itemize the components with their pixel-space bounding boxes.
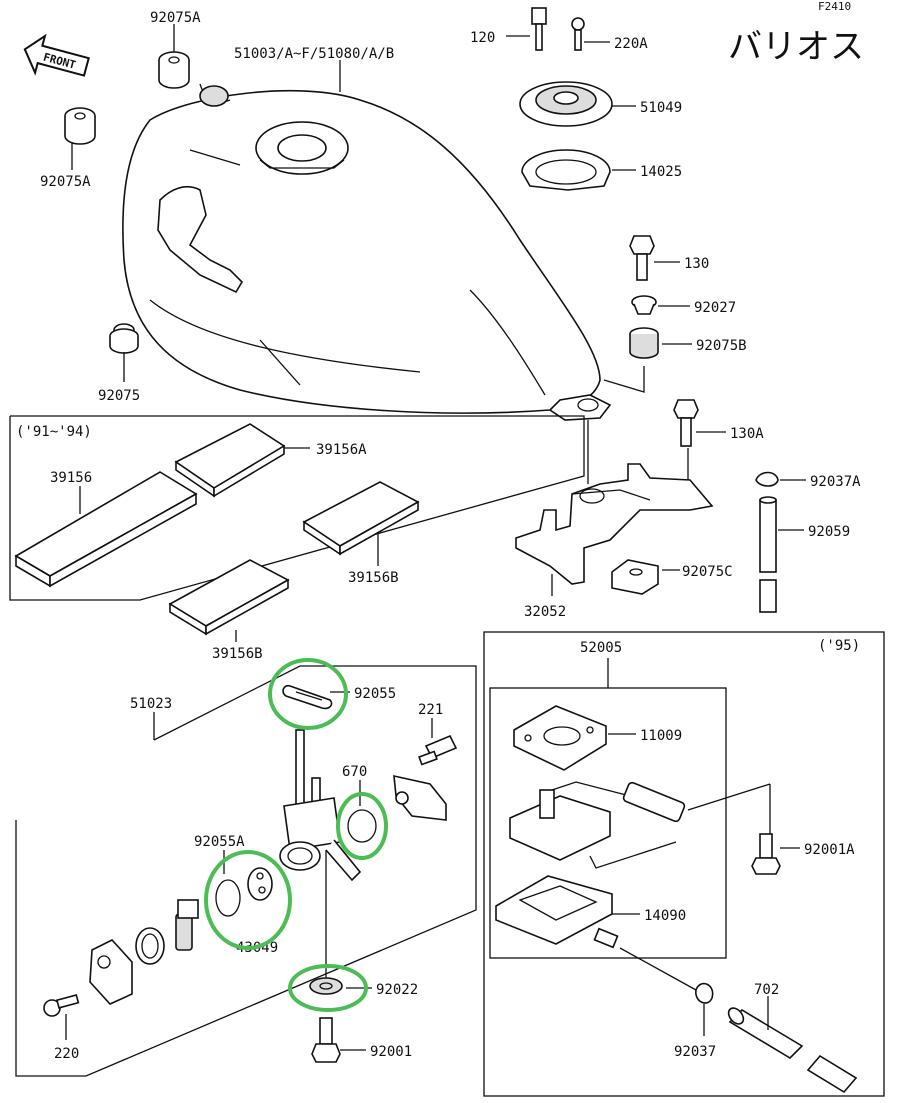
- group-years-91-94: ('91~'94): [16, 424, 92, 440]
- front-arrow-icon: FRONT: [23, 33, 90, 77]
- fuel-sender-unit: [509, 781, 686, 861]
- grommet-92075: [109, 323, 139, 354]
- label-92055: 92055: [354, 686, 396, 702]
- reservoir-14090: [495, 875, 619, 949]
- spring-washer: [135, 927, 165, 965]
- label-39156B-lower: 39156B: [212, 646, 263, 662]
- highlight-670: [336, 792, 388, 860]
- label-11009: 11009: [640, 728, 682, 744]
- highlight-92022: [288, 964, 368, 1012]
- grommet-92075A-top: [158, 51, 190, 89]
- pad-39156B-lower: [168, 559, 290, 636]
- bolt-92001A: [751, 833, 781, 875]
- highlight-marks: [204, 658, 388, 1012]
- fuel-cock-box: [15, 665, 477, 1077]
- label-92022: 92022: [376, 982, 418, 998]
- label-702: 702: [754, 982, 779, 998]
- pad-group-box: ('91~'94): [9, 415, 585, 601]
- label-92075A-top: 92075A: [150, 10, 201, 26]
- screw-220A: [571, 17, 585, 51]
- label-39156: 39156: [50, 470, 92, 486]
- gasket-11009: [513, 705, 607, 771]
- label-52005: 52005: [580, 640, 622, 656]
- label-51003: 51003/A~F/51080/A/B: [234, 46, 394, 62]
- bolt-130A: [673, 399, 699, 447]
- label-92075A-left: 92075A: [40, 174, 91, 190]
- label-92037A: 92037A: [810, 474, 861, 490]
- clip-92037A: [755, 471, 779, 487]
- label-32052: 32052: [524, 604, 566, 620]
- fuel-cock-body: [279, 729, 362, 980]
- sender-group-box: ('95): [483, 631, 885, 1097]
- label-92075: 92075: [98, 388, 140, 404]
- label-92027: 92027: [694, 300, 736, 316]
- washer-92027: [631, 295, 657, 315]
- diagram-code: F2410: [818, 0, 851, 13]
- model-name: バリオス: [728, 27, 864, 67]
- label-92059: 92059: [808, 524, 850, 540]
- label-51049: 51049: [640, 100, 682, 116]
- label-92075B: 92075B: [696, 338, 747, 354]
- bolt-130: [629, 235, 655, 281]
- lever-plate: [89, 939, 133, 1005]
- label-92001A: 92001A: [804, 842, 855, 858]
- grommet-92075A-left: [64, 107, 96, 145]
- bolt-120: [531, 7, 547, 51]
- o-ring-670: [347, 809, 377, 843]
- cap-51049: [519, 81, 613, 127]
- clip-92037: [695, 982, 714, 1004]
- group-year-95: ('95): [818, 638, 860, 654]
- label-51023: 51023: [130, 696, 172, 712]
- washer-92022: [309, 977, 343, 995]
- gasket-14025: [521, 149, 611, 191]
- label-220: 220: [54, 1046, 79, 1062]
- label-130A: 130A: [730, 426, 764, 442]
- grommet-92075B: [629, 327, 659, 359]
- gasket-92055: [282, 684, 333, 710]
- label-14090: 14090: [644, 908, 686, 924]
- lever-knob: [175, 899, 199, 951]
- label-120: 120: [470, 30, 495, 46]
- highlight-92055A-43049: [204, 850, 292, 950]
- label-39156B-upper: 39156B: [348, 570, 399, 586]
- o-ring-92055A: [215, 879, 241, 917]
- label-221: 221: [418, 702, 443, 718]
- highlight-92055: [268, 658, 348, 730]
- fuel-tank: [122, 83, 612, 421]
- label-39156A: 39156A: [316, 442, 367, 458]
- label-130: 130: [684, 256, 709, 272]
- pad-39156: [14, 471, 198, 588]
- damper-92075C: [611, 559, 659, 595]
- pad-39156A: [174, 423, 286, 498]
- pad-39156B-upper: [302, 481, 420, 556]
- label-92075C: 92075C: [682, 564, 733, 580]
- bolt-92001: [311, 1017, 341, 1063]
- screw-220: [43, 993, 80, 1017]
- label-92001: 92001: [370, 1044, 412, 1060]
- hose-702: [727, 1007, 858, 1094]
- label-92055A: 92055A: [194, 834, 245, 850]
- hose-92059: [759, 496, 777, 613]
- screw-221: [418, 734, 458, 766]
- label-670: 670: [342, 764, 367, 780]
- bracket-32052: [515, 463, 714, 585]
- label-92037: 92037: [674, 1044, 716, 1060]
- label-220A: 220A: [614, 36, 648, 52]
- cover-plate: [393, 774, 447, 821]
- gasket-43049: [247, 867, 273, 901]
- label-14025: 14025: [640, 164, 682, 180]
